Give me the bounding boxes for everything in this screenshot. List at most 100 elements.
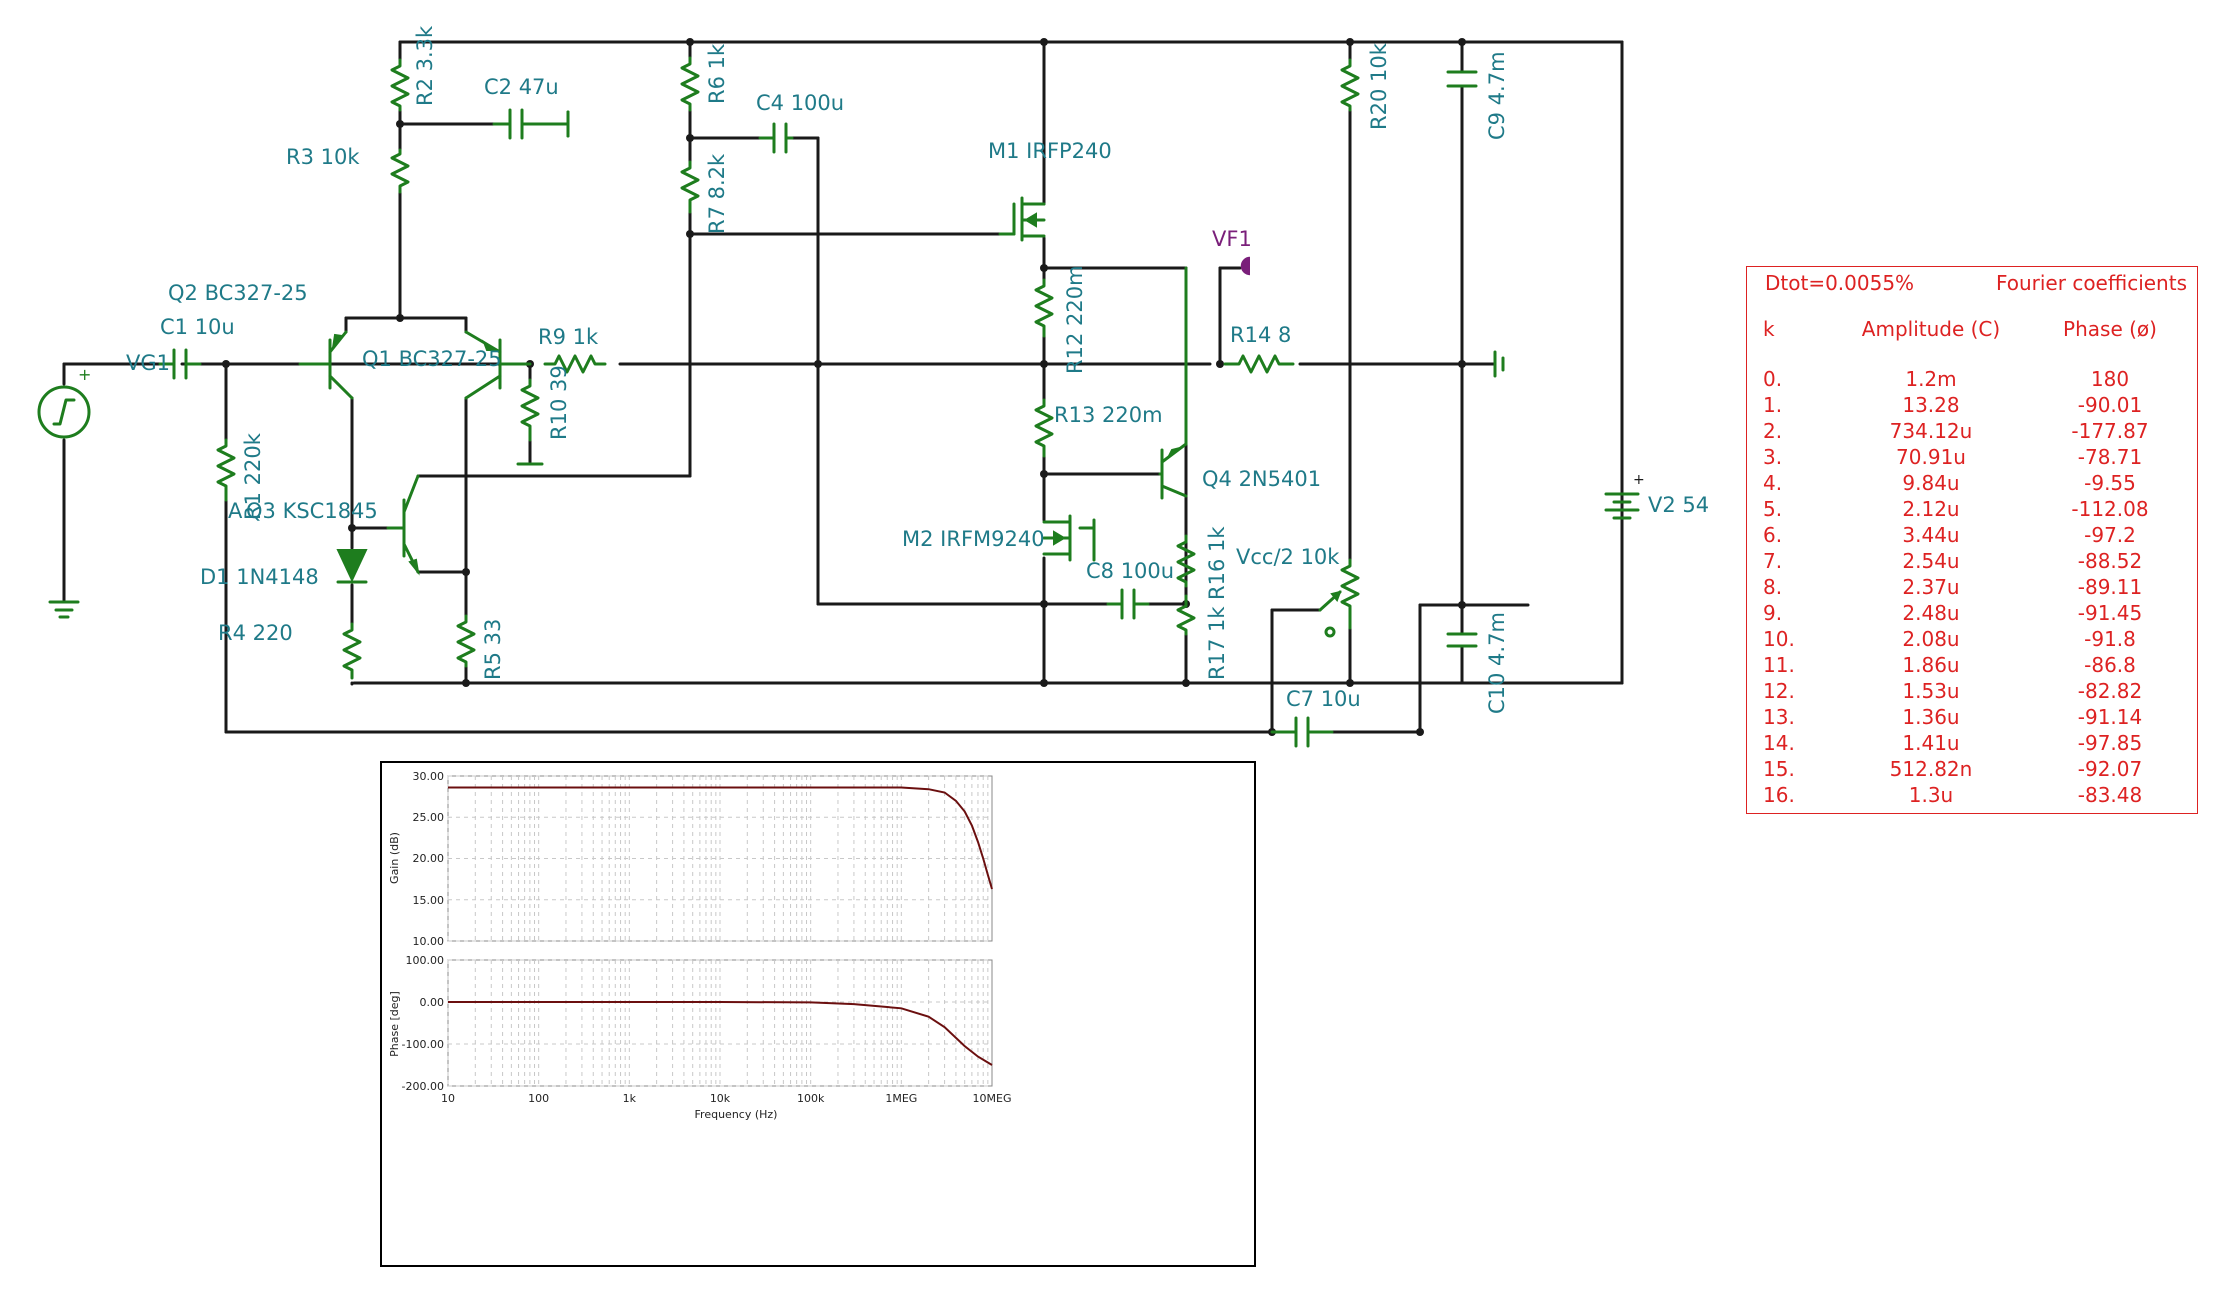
fourier-row: 14.1.41u-97.85: [1747, 731, 2197, 757]
phase-y-label: Phase [deg]: [388, 991, 401, 1057]
row-amplitude: 734.12u: [1889, 419, 1973, 443]
fourier-column-headers: k Amplitude (C) Phase (ø): [1747, 317, 2197, 347]
row-amplitude: 2.54u: [1902, 549, 1960, 573]
fourier-row: 6.3.44u-97.2: [1747, 523, 2197, 549]
gain-y-tick-3: 15.00: [413, 894, 445, 907]
row-k: 13.: [1763, 705, 1795, 729]
row-amplitude: 2.48u: [1902, 601, 1960, 625]
phase-y-tick-0: 100.00: [406, 954, 445, 967]
label-r10: R10 39: [547, 365, 571, 440]
fourier-row: 8.2.37u-89.11: [1747, 575, 2197, 601]
resistor-r17: [1176, 594, 1196, 636]
row-phase: -112.08: [2071, 497, 2149, 521]
row-amplitude: 9.84u: [1902, 471, 1960, 495]
fourier-row: 13. 1.36u -91.14: [1747, 705, 2197, 731]
row-amplitude: 2.08u: [1902, 627, 1960, 651]
label-r9: R9 1k: [538, 325, 599, 349]
transistor-q4: [1158, 266, 1188, 500]
fourier-header: Dtot=0.0055% Fourier coefficients: [1747, 271, 2197, 301]
label-q2: Q2 BC327-25: [168, 281, 308, 305]
row-k: 15.: [1763, 757, 1795, 781]
phase-series-line: [448, 1001, 993, 1066]
signal-source-vg1: +: [37, 365, 91, 439]
gain-series-line: [448, 786, 993, 890]
fourier-row: 10. 2.08u -91.8: [1747, 627, 2197, 653]
capacitor-c9: [1446, 70, 1478, 88]
row-amplitude: 70.91u: [1896, 445, 1966, 469]
label-q1: Q1 BC327-25: [362, 347, 502, 371]
row-amplitude: 2.12u: [1902, 497, 1960, 521]
junctions: [222, 38, 1466, 736]
gain-y-tick-0: 30.00: [413, 770, 445, 783]
label-r6: R6 1k: [705, 43, 729, 104]
row-phase: -97.2: [2084, 523, 2136, 547]
fourier-row: 16.1.3u-83.48: [1747, 783, 2197, 809]
mosfet-m1: [998, 196, 1046, 242]
row-phase: -177.87: [2071, 419, 2149, 443]
capacitor-c4: [758, 122, 794, 154]
fourier-row: 9.2.48u-91.45: [1747, 601, 2197, 627]
battery-v2: +: [1604, 472, 1645, 520]
row-phase: -92.07: [2077, 757, 2143, 781]
fourier-row: 11.1.86u-86.8: [1747, 653, 2197, 679]
row-k: 7.: [1763, 549, 1783, 573]
diode-d1: [336, 549, 368, 584]
row-amplitude: 1.2m: [1905, 367, 1957, 391]
row-amplitude: 3.44u: [1902, 523, 1960, 547]
resistor-r4: [342, 622, 362, 680]
x-tick-label: 10k: [710, 1092, 731, 1105]
row-phase: -90.01: [2077, 393, 2143, 417]
label-r1: R1 220k: [241, 432, 265, 520]
row-phase: -86.8: [2084, 653, 2136, 677]
x-tick-label: 100: [528, 1092, 549, 1105]
phase-y-tick-3: -200.00: [402, 1080, 444, 1093]
bode-plot-panel: 30.00 25.00 20.00 15.00 10.00 Gain (dB) …: [380, 761, 1256, 1267]
label-v2: V2 54: [1648, 493, 1709, 517]
capacitor-c2: [492, 108, 570, 140]
row-phase: -91.14: [2077, 705, 2143, 729]
label-c8: C8 100u: [1086, 559, 1174, 583]
label-r13: R13 220m: [1054, 403, 1163, 427]
resistor-r5: [456, 614, 476, 668]
resistor-r6: [680, 56, 700, 112]
row-phase: -9.55: [2084, 471, 2136, 495]
row-amplitude: 2.37u: [1902, 575, 1960, 599]
fourier-row: 1.13.28-90.01: [1747, 393, 2197, 419]
component-labels: R2 3.3k C2 47u R3 10k R6 1k C4 100u R7 8…: [126, 25, 1709, 714]
row-k: 10.: [1763, 627, 1795, 651]
row-phase: -91.8: [2084, 627, 2136, 651]
capacitor-c10: [1446, 632, 1478, 648]
label-m1: M1 IRFP240: [988, 139, 1112, 163]
column-phase: Phase (ø): [2063, 317, 2157, 341]
row-phase: -82.82: [2077, 679, 2143, 703]
fourier-row: 15.512.82n-92.07: [1747, 757, 2197, 783]
column-k: k: [1763, 317, 1775, 341]
capacitor-c8: [1106, 588, 1150, 620]
row-k: 3.: [1763, 445, 1783, 469]
x-tick-label: 100k: [797, 1092, 825, 1105]
resistor-r9: [543, 354, 607, 374]
x-tick-label: 1k: [623, 1092, 637, 1105]
capacitor-c1: [158, 348, 202, 380]
vf1-probe: [1240, 256, 1251, 276]
label-r14: R14 8: [1230, 323, 1291, 347]
label-r7: R7 8.2k: [705, 153, 729, 234]
row-phase: -97.85: [2077, 731, 2143, 755]
row-phase: 180: [2090, 367, 2130, 391]
phase-y-tick-2: -100.00: [402, 1038, 444, 1051]
label-q3: Q3 KSC1845: [246, 499, 378, 523]
gain-chart: 30.00 25.00 20.00 15.00 10.00 Gain (dB): [388, 770, 993, 948]
fourier-title: Fourier coefficients: [1995, 271, 2187, 295]
label-vf1: VF1: [1212, 227, 1252, 251]
row-amplitude: 1.36u: [1902, 705, 1960, 729]
phase-y-tick-1: 0.00: [420, 996, 445, 1009]
svg-text:+: +: [78, 365, 91, 384]
fourier-coefficients-table: Dtot=0.0055% Fourier coefficients k Ampl…: [1746, 266, 2198, 814]
resistor-r12: [1034, 278, 1054, 338]
label-r12: R12 220m: [1063, 265, 1087, 374]
x-tick-label: 1MEG: [885, 1092, 917, 1105]
row-amplitude: 13.28: [1902, 393, 1960, 417]
row-phase: -88.52: [2077, 549, 2143, 573]
